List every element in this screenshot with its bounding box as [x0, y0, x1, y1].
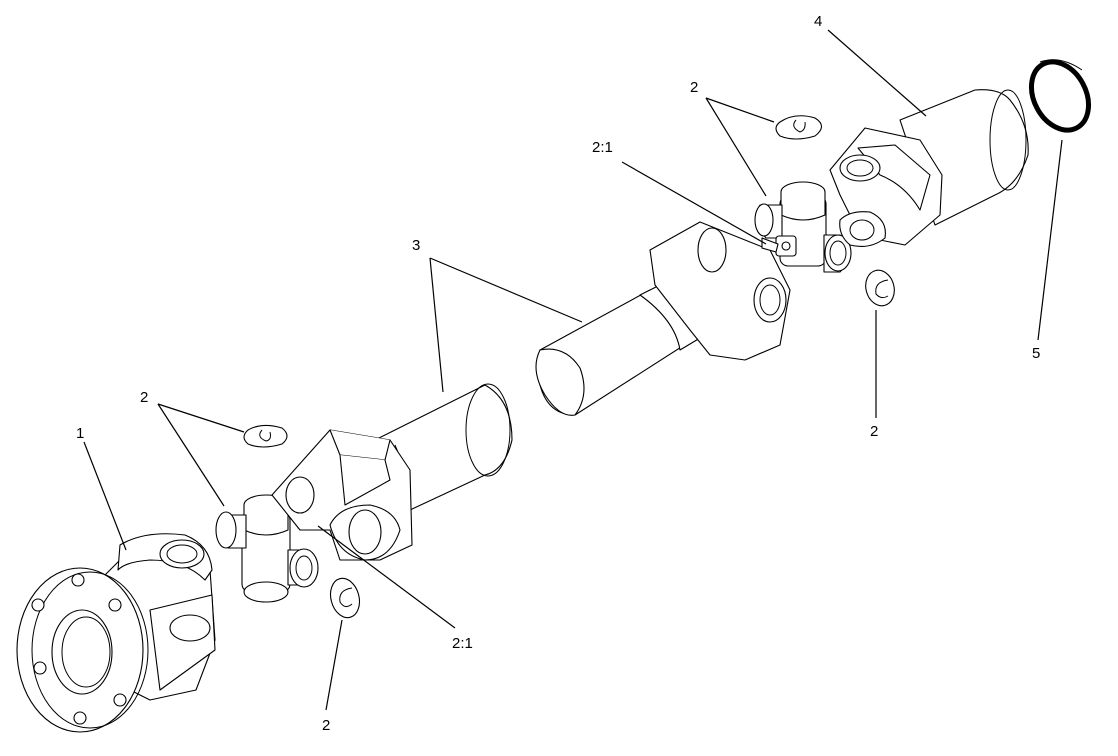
- snap-ring-lower-left: [243, 424, 288, 448]
- callout-2-1-upper: 2:1: [592, 139, 613, 156]
- callout-5: 5: [1032, 345, 1040, 362]
- slip-yoke-lower-shaft: [271, 383, 513, 561]
- seal-ring: [1028, 59, 1092, 133]
- snap-ring-lower-right: [329, 577, 361, 619]
- flange-yoke-part: [16, 533, 216, 733]
- callout-4: 4: [814, 13, 822, 30]
- upper-shaft-tube: [535, 221, 791, 416]
- callout-2-1-lower: 2:1: [452, 635, 473, 652]
- callout-2-upper: 2: [690, 79, 698, 96]
- upper-grease-fitting: [761, 235, 797, 257]
- snap-ring-upper-right: [865, 269, 895, 307]
- snap-ring-upper-left: [775, 115, 823, 140]
- callout-2-bottom: 2: [322, 717, 330, 734]
- callout-2-right: 2: [870, 423, 878, 440]
- leader-lines: [83, 29, 1063, 711]
- callout-3: 3: [412, 237, 420, 254]
- callout-2-lower-left: 2: [140, 389, 148, 406]
- tube-yoke-part: [829, 89, 1029, 247]
- callout-1: 1: [76, 425, 84, 442]
